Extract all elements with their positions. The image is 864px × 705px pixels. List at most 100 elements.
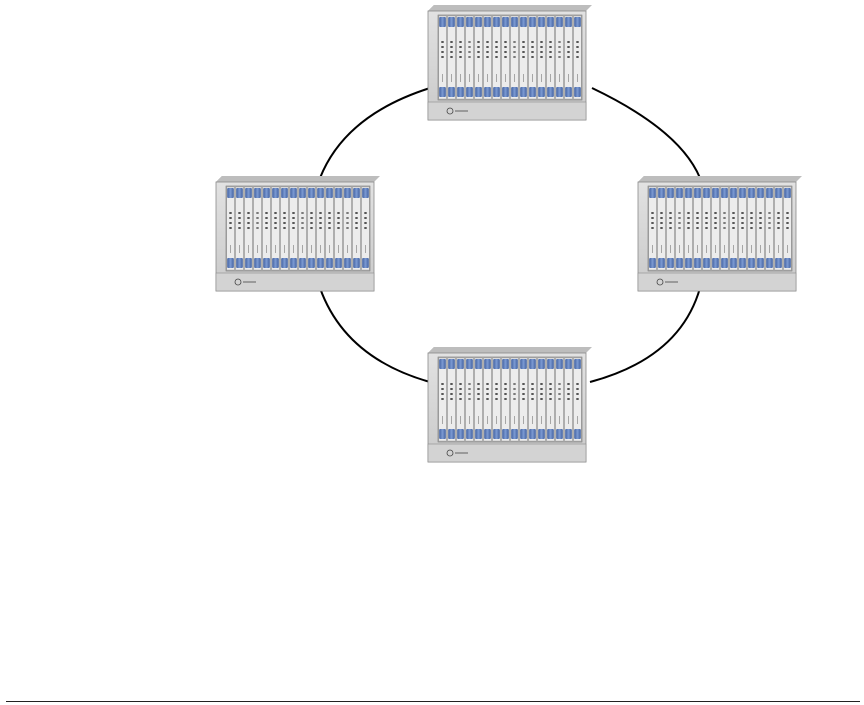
card-latch-bottom bbox=[272, 258, 279, 268]
card-indicator bbox=[346, 217, 348, 219]
line-card bbox=[739, 187, 746, 270]
card-indicator bbox=[468, 383, 470, 385]
card-latch-bottom bbox=[439, 87, 446, 97]
card-indicator bbox=[714, 212, 716, 214]
card-latch-top bbox=[766, 188, 773, 198]
card-indicator bbox=[576, 383, 578, 385]
card-indicator bbox=[355, 227, 357, 229]
line-card bbox=[547, 16, 554, 99]
card-latch-top bbox=[493, 359, 500, 369]
card-indicator bbox=[238, 227, 240, 229]
card-indicator bbox=[558, 383, 560, 385]
card-indicator bbox=[678, 212, 680, 214]
card-latch-bottom bbox=[308, 258, 315, 268]
card-latch-bottom bbox=[439, 429, 446, 439]
card-indicator bbox=[687, 212, 689, 214]
card-indicator bbox=[669, 227, 671, 229]
card-indicator bbox=[786, 212, 788, 214]
card-indicator bbox=[540, 393, 542, 395]
card-indicator bbox=[513, 383, 515, 385]
line-card bbox=[538, 358, 545, 441]
card-indicator bbox=[669, 212, 671, 214]
line-card bbox=[466, 358, 473, 441]
card-indicator bbox=[567, 41, 569, 43]
card-indicator bbox=[441, 46, 443, 48]
card-indicator bbox=[567, 393, 569, 395]
card-indicator bbox=[786, 222, 788, 224]
card-indicator bbox=[705, 222, 707, 224]
card-indicator bbox=[450, 388, 452, 390]
card-indicator bbox=[531, 383, 533, 385]
card-indicator bbox=[513, 398, 515, 400]
card-latch-top bbox=[511, 17, 518, 27]
card-latch-bottom bbox=[344, 258, 351, 268]
card-latch-bottom bbox=[520, 87, 527, 97]
card-indicator bbox=[274, 227, 276, 229]
card-latch-bottom bbox=[475, 87, 482, 97]
line-card bbox=[484, 16, 491, 99]
line-card bbox=[475, 358, 482, 441]
card-latch-top bbox=[730, 188, 737, 198]
line-card bbox=[254, 187, 261, 270]
card-indicator bbox=[714, 217, 716, 219]
card-indicator bbox=[576, 388, 578, 390]
line-card bbox=[281, 187, 288, 270]
card-indicator bbox=[283, 212, 285, 214]
card-latch-top bbox=[502, 17, 509, 27]
card-indicator bbox=[292, 217, 294, 219]
line-card bbox=[493, 16, 500, 99]
card-latch-bottom bbox=[335, 258, 342, 268]
line-card bbox=[236, 187, 243, 270]
card-indicator bbox=[459, 41, 461, 43]
card-latch-bottom bbox=[362, 258, 369, 268]
line-card bbox=[502, 16, 509, 99]
card-indicator bbox=[477, 393, 479, 395]
card-latch-bottom bbox=[245, 258, 252, 268]
card-indicator bbox=[337, 212, 339, 214]
card-indicator bbox=[486, 398, 488, 400]
card-latch-top bbox=[703, 188, 710, 198]
card-indicator bbox=[468, 41, 470, 43]
card-indicator bbox=[651, 217, 653, 219]
card-indicator bbox=[319, 227, 321, 229]
card-indicator bbox=[513, 393, 515, 395]
card-indicator bbox=[540, 388, 542, 390]
card-indicator bbox=[723, 227, 725, 229]
line-card bbox=[649, 187, 656, 270]
card-latch-bottom bbox=[353, 258, 360, 268]
card-indicator bbox=[265, 212, 267, 214]
card-indicator bbox=[274, 217, 276, 219]
card-indicator bbox=[337, 217, 339, 219]
card-indicator bbox=[741, 227, 743, 229]
chassis-right bbox=[638, 176, 802, 291]
line-card bbox=[362, 187, 369, 270]
card-indicator bbox=[229, 227, 231, 229]
line-card bbox=[730, 187, 737, 270]
card-indicator bbox=[337, 222, 339, 224]
card-indicator bbox=[328, 212, 330, 214]
card-latch-bottom bbox=[649, 258, 656, 268]
card-latch-bottom bbox=[538, 429, 545, 439]
card-indicator bbox=[504, 51, 506, 53]
card-indicator bbox=[319, 212, 321, 214]
card-indicator bbox=[786, 217, 788, 219]
line-card bbox=[565, 16, 572, 99]
card-indicator bbox=[576, 56, 578, 58]
card-latch-bottom bbox=[784, 258, 791, 268]
card-latch-bottom bbox=[556, 87, 563, 97]
card-indicator bbox=[558, 388, 560, 390]
card-latch-bottom bbox=[748, 258, 755, 268]
card-indicator bbox=[355, 217, 357, 219]
card-latch-bottom bbox=[227, 258, 234, 268]
card-latch-bottom bbox=[299, 258, 306, 268]
card-indicator bbox=[531, 398, 533, 400]
card-indicator bbox=[450, 398, 452, 400]
card-latch-top bbox=[344, 188, 351, 198]
line-card bbox=[766, 187, 773, 270]
card-indicator bbox=[567, 398, 569, 400]
card-latch-bottom bbox=[721, 258, 728, 268]
chassis-left bbox=[216, 176, 380, 291]
card-indicator bbox=[495, 41, 497, 43]
card-indicator bbox=[364, 227, 366, 229]
card-latch-top bbox=[484, 17, 491, 27]
